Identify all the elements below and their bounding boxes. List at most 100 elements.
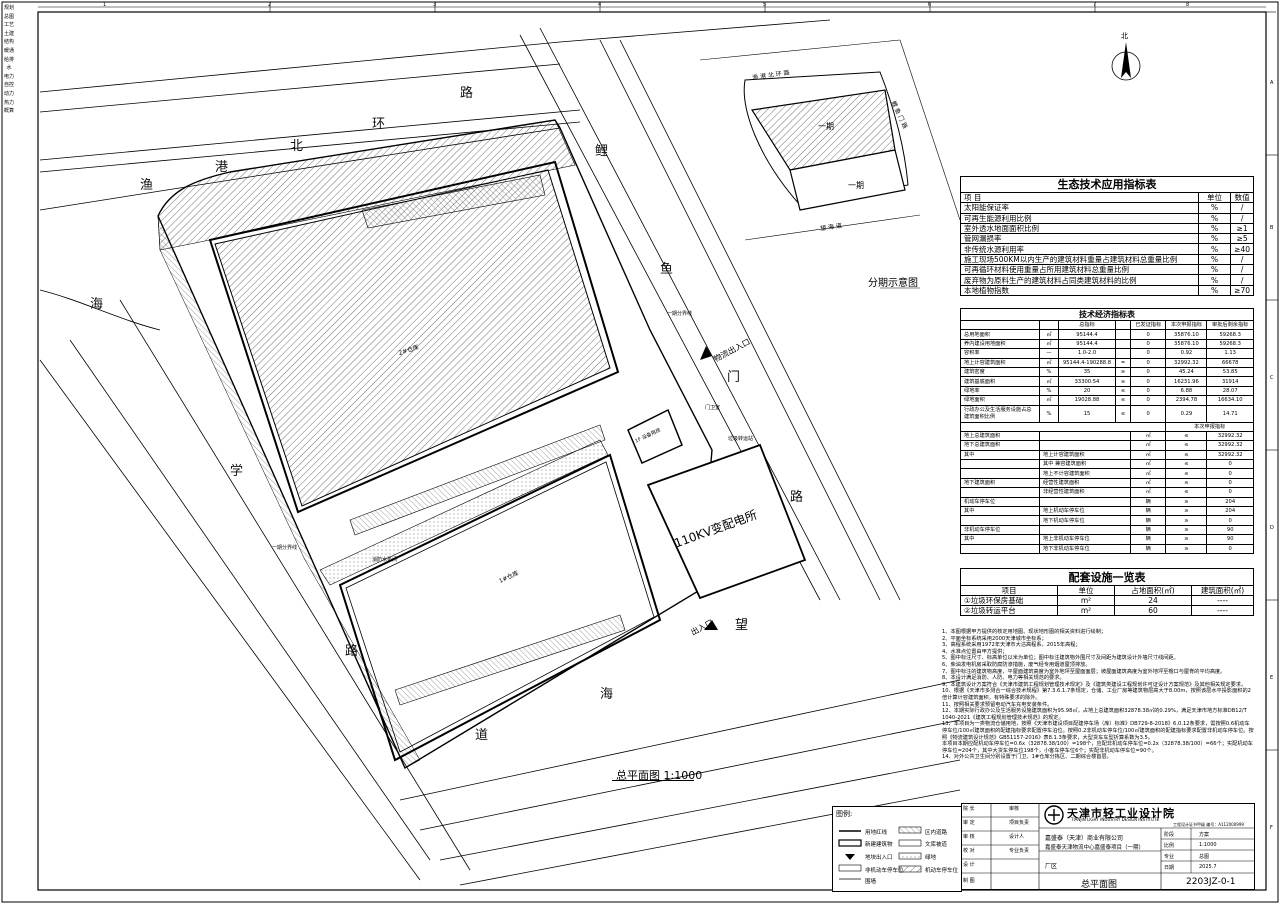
legend-item: 用地红线	[865, 830, 888, 836]
detail-sub	[1039, 440, 1131, 451]
key-plan-phase-1a: 一期	[818, 122, 834, 131]
detail-sub: 地上非机动车停车位	[1039, 534, 1131, 545]
phase-line-label: 一期分界线	[272, 545, 298, 551]
role-label: 制 图	[963, 878, 975, 884]
eco-row-value: /	[1230, 264, 1254, 276]
institute-logo-icon	[1044, 805, 1064, 825]
note-line: 13、本项目为一类物流仓储用地，按照《天津市建设项目配建停车场（库）标准》DB7…	[942, 721, 1254, 741]
detail-value: 32992.32	[1206, 430, 1254, 442]
tech-row-issued: 0	[1129, 329, 1167, 340]
detail-label: 机动车停车位	[960, 496, 1040, 508]
tech-header	[1115, 319, 1131, 331]
detail-label: 地下总建筑面积	[960, 440, 1040, 451]
tech-row-label: 地上计容建筑面积	[960, 357, 1040, 368]
detail-label	[960, 515, 1040, 526]
tech-row-total: 95144.4	[1058, 329, 1116, 340]
detail-op: ≤	[1165, 477, 1208, 489]
tech-row-remain: 66678	[1206, 357, 1254, 368]
title-block: 院 长 审 定 审 核 校 对 设 计 制 图 审核 项目负责 设计人 专业负责…	[961, 803, 1255, 890]
eco-header-unit: 单位	[1197, 191, 1232, 204]
detail-label	[960, 487, 1040, 498]
facility-row-label: ①垃圾环保房基础	[960, 595, 1058, 606]
note-line: 8、本设计满足消防、人防、电力等相关规范的要求。	[942, 675, 1065, 682]
road-char: 海	[90, 297, 104, 312]
detail-op: ≤	[1165, 430, 1208, 442]
tech-row-op	[1115, 338, 1131, 350]
stamp-item: 自控	[3, 82, 14, 89]
detail-label: 地上总建筑面积	[960, 430, 1040, 442]
client-name: 嘉盛泰（天津）商业有限公司	[1045, 835, 1124, 842]
facility-row-area: 60	[1114, 605, 1192, 616]
warehouse-1-outline	[338, 453, 662, 762]
note-line: 3、高程系统采用1972年天津市大沽高程系，2015年高程；	[942, 642, 1081, 649]
eco-row-unit: %	[1197, 284, 1232, 296]
detail-unit: ㎡	[1129, 468, 1167, 479]
eco-row-unit: %	[1197, 243, 1232, 255]
detail-unit: 辆	[1129, 515, 1167, 526]
road-char: 港	[215, 160, 229, 175]
legend-item: 地块出入口	[865, 855, 893, 861]
detail-unit: ㎡	[1129, 459, 1167, 470]
facility-row-unit: m²	[1057, 595, 1115, 606]
tech-row-current: 6.88	[1165, 385, 1208, 397]
certificate: 工程设计证书甲级 编号：A112000999	[1173, 822, 1244, 827]
stamp-item: 概算	[3, 108, 14, 115]
ruler-number: 5	[763, 2, 767, 8]
tech-row-unit: ㎡	[1039, 357, 1059, 368]
detail-label	[960, 543, 1040, 555]
eco-row-label: 本地植物指数	[960, 284, 1199, 296]
phase-line-label-2: 一期分界线	[667, 311, 693, 317]
tech-row-total: 35	[1058, 366, 1116, 378]
detail-unit: 辆	[1129, 496, 1167, 508]
tech-table-title: 技术经济指标表	[960, 308, 1254, 321]
detail-value: 0	[1206, 468, 1254, 479]
role-label: 校 对	[963, 848, 975, 854]
tech-row-current: 16231.96	[1165, 376, 1208, 387]
detail-label: 其中	[960, 449, 1040, 461]
eco-row-unit: %	[1197, 253, 1232, 266]
tech-row-unit: ㎡	[1039, 395, 1059, 406]
detail-sub	[1039, 524, 1131, 536]
facility-header: 单位	[1057, 585, 1115, 596]
eco-row-value: ≥1	[1230, 222, 1254, 235]
road-char: 海	[600, 687, 614, 702]
tech-row-remain: 16634.10	[1206, 395, 1254, 406]
inner-frame	[37, 11, 1267, 891]
ruler-letter: E	[1270, 675, 1274, 681]
plan-scale: 1:1000	[663, 769, 703, 782]
detail-value: 204	[1206, 506, 1254, 517]
detail-sub: 地上不计容建筑面积	[1039, 468, 1131, 479]
north-label: 北	[1121, 32, 1128, 40]
note-line: 12、本期实际行政办公及生活服务设施建筑面积为95.98㎡，占地上总建筑面积32…	[942, 708, 1247, 721]
tech-row-remain: 14.71	[1206, 404, 1254, 423]
meta-label: 专业	[1164, 854, 1175, 860]
detail-value: 0	[1206, 487, 1254, 498]
eco-row-unit: %	[1197, 264, 1232, 276]
detail-sub	[1039, 496, 1131, 508]
legend-item: 文库被道	[925, 842, 948, 848]
legend-title: 图例:	[836, 810, 853, 818]
facility-row-area: 24	[1114, 595, 1192, 606]
tech-row-issued: 0	[1129, 366, 1167, 378]
tech-header	[1039, 319, 1059, 331]
tech-row-op: ≤	[1115, 395, 1131, 406]
eco-tech-table: 生态技术应用指标表 项 目 单位 数值 太阳能保证率%/ 可再生能源利用比例%/…	[960, 176, 1254, 296]
north-arrow	[1111, 42, 1141, 81]
detail-label: 非机动车停车位	[960, 524, 1040, 536]
meta-value: 总图	[1199, 854, 1210, 860]
detail-sub: 经营性建筑面积	[1039, 477, 1131, 489]
tech-row-remain: 28.07	[1206, 385, 1254, 397]
ruler-number: 7	[1093, 2, 1097, 8]
design-notes: 1、本图根据甲方提供的核定用地图、现状地形图的相关资料进行绘制； 2、平面坐标系…	[942, 629, 1254, 761]
road-char: 望	[735, 618, 749, 633]
eco-row-unit: %	[1197, 222, 1232, 235]
tech-row-total: 1.0-2.0	[1058, 348, 1116, 359]
road-char: 路	[345, 644, 359, 659]
tech-row-remain: 1.13	[1206, 348, 1254, 359]
legend-item: 区内道路	[925, 830, 948, 836]
road-char: 路	[460, 86, 474, 101]
role-label-right: 项目负责	[1009, 820, 1030, 826]
note-line: 7、图中标注的建筑物高度，平屋面建筑高度为室外地坪至屋面面层；坡屋面建筑高度为室…	[942, 668, 1226, 675]
note-line: 5、图中标注尺寸、标高单位以米为单位；图中标注建筑物外围尺寸及间距为建筑设计外墙…	[942, 655, 1179, 662]
legend-item: 绿地	[925, 855, 937, 861]
